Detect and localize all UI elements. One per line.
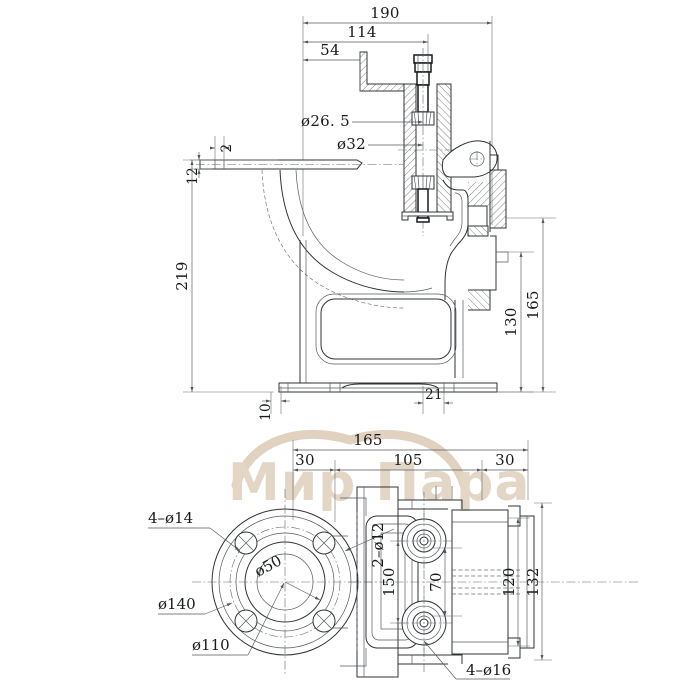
dim-label-165-bottom: 165 [353,431,383,449]
dim-label-12: 12 [185,167,201,185]
bearing-boss-upper [396,513,452,569]
leader-label-d50: ø50 [251,551,284,580]
bottom-retainer [411,175,435,190]
dim-label-d32: ø32 [337,135,366,153]
leader-4x16: 4–ø16 [423,640,511,680]
dim-190: 190 [302,4,493,236]
leader-4x14: 4–ø14 [148,509,241,552]
leader-label-2x12: 2–ø12 [369,522,387,567]
dim-label-10: 10 [258,403,274,421]
leader-d140: ø140 [158,595,233,615]
leader-d50: ø50 [251,551,321,601]
dim-label-54: 54 [320,41,340,59]
motor-casing [441,140,509,378]
dim-label-165-right: 165 [524,290,542,320]
dim-10: 10 [258,386,290,421]
dim-120: 120 [500,517,530,647]
base-foot [278,240,498,393]
dim-label-219: 219 [173,261,191,291]
body-plan-block [333,486,640,678]
dim-label-114: 114 [347,23,377,41]
dim-150: 150 [380,540,408,624]
dim-label-d265: ø26. 5 [301,112,350,130]
dim-label-2: 2 [219,144,235,153]
flange-end-view [192,489,378,675]
dim-label-130: 130 [502,307,520,337]
dim-d265: ø26. 5 [301,112,423,130]
dim-label-30-left: 30 [295,451,315,469]
dim-21: 21 [414,386,453,414]
dim-label-21: 21 [425,387,443,403]
leader-label-4x16: 4–ø16 [466,661,511,679]
dim-219: 219 [173,159,278,393]
dim-label-132: 132 [524,567,542,597]
shaft-flange-assembly [398,48,460,236]
dim-label-30-right: 30 [495,451,515,469]
volute-housing [261,169,433,309]
leader-2x12: 2–ø12 [344,522,395,568]
dim-132: 132 [524,502,552,661]
leader-d110: ø110 [192,582,285,656]
dim-label-120: 120 [500,567,518,597]
dim-165-right: 165 [498,217,556,393]
dim-label-190: 190 [370,4,400,22]
inlet-plate [196,159,404,170]
dim-label-150: 150 [380,567,398,597]
leader-label-d110: ø110 [192,636,230,654]
top-view-group: 190 114 54 [173,4,556,421]
dim-130: 130 [498,251,534,393]
dim-54: 54 [303,41,366,80]
dim-d32: ø32 [337,135,423,153]
dim-70: 70 [427,547,462,617]
leader-label-d140: ø140 [158,595,196,613]
watermark: Мир Пара [228,429,530,513]
dim-30-right: 30 [482,451,528,472]
bearing-boss-lower [396,595,452,651]
dim-label-105: 105 [393,451,423,469]
dim-2: 2 [209,136,235,162]
flange-bolt-holes [234,531,336,633]
access-window [315,293,457,365]
dim-114: 114 [303,23,429,62]
dim-105: 105 [335,451,483,500]
bottom-view-group: 165 30 105 30 [148,431,640,680]
dim-label-70: 70 [427,572,445,592]
leader-label-4x14: 4–ø14 [148,509,193,527]
watermark-text: Мир Пара [228,453,530,513]
